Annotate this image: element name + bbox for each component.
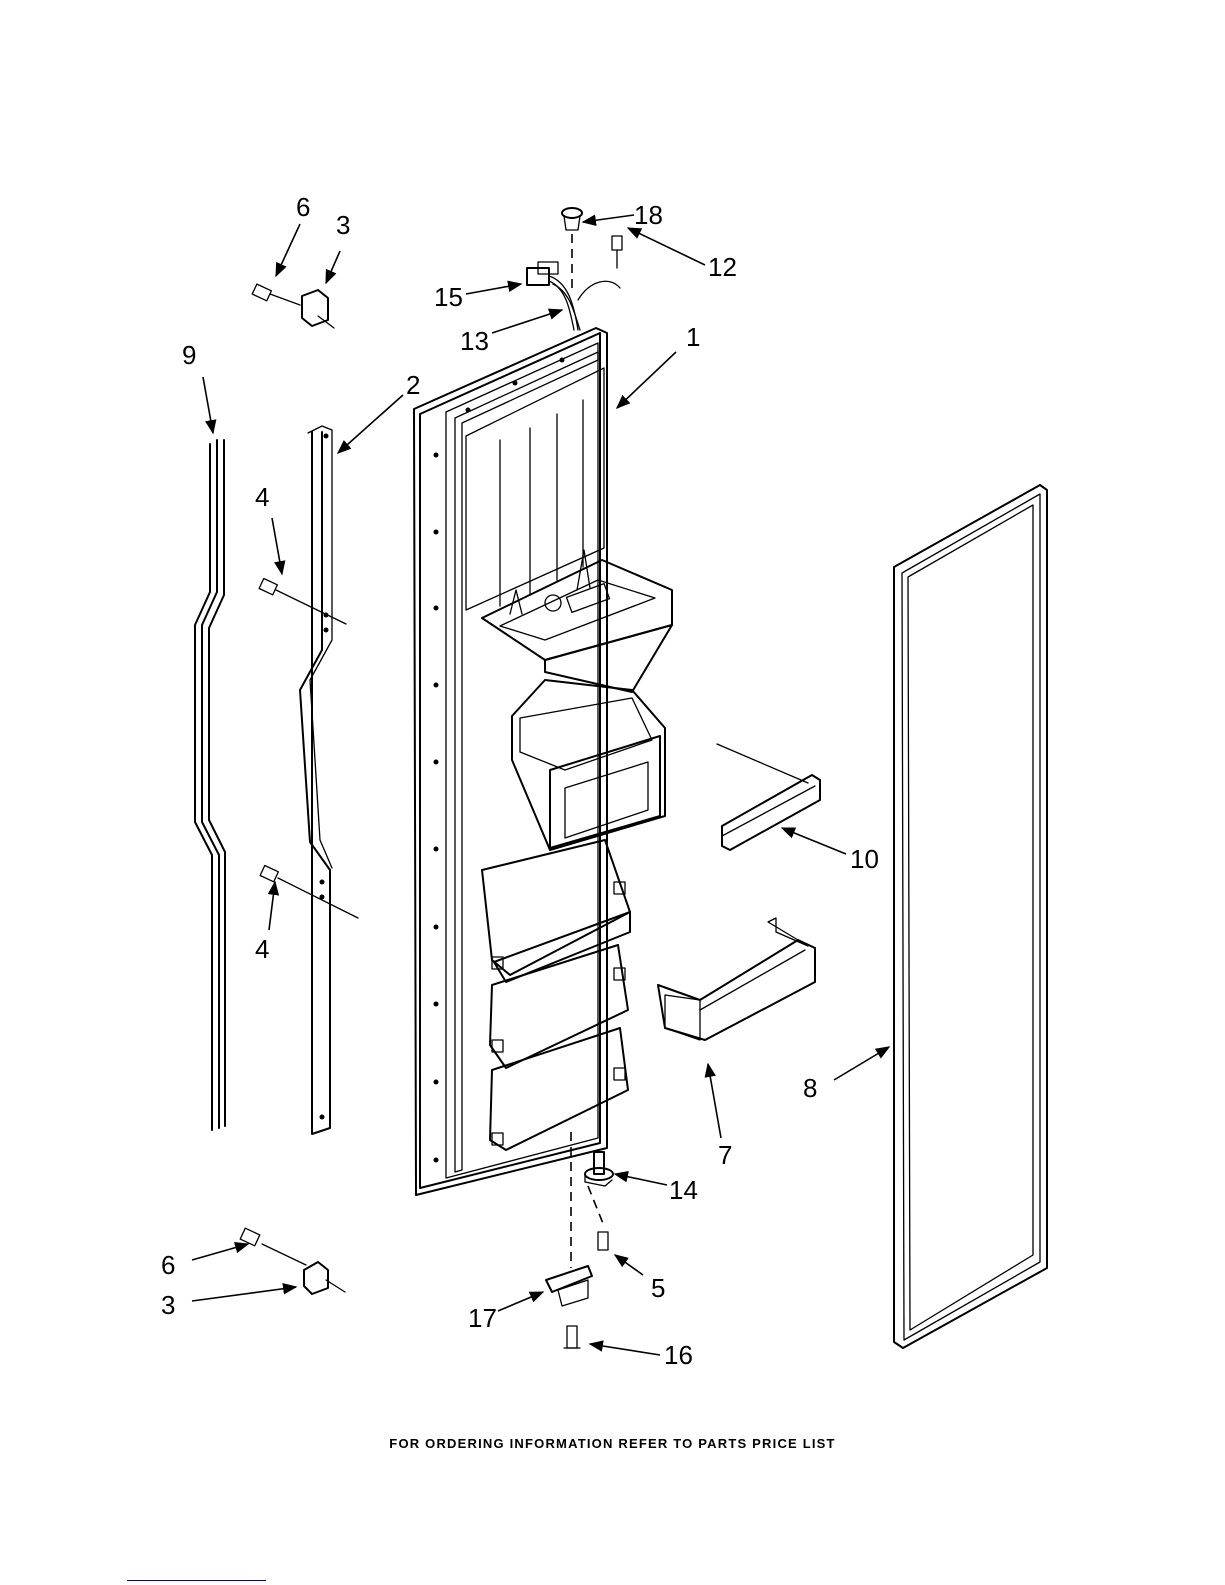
part-7-door-bin — [658, 918, 815, 1040]
callout-12: 12 — [708, 252, 737, 282]
callout-16: 16 — [664, 1340, 693, 1370]
part-18-plug — [562, 208, 582, 292]
part-8-door-gasket — [894, 485, 1047, 1348]
callout-3-lower: 3 — [161, 1290, 175, 1320]
callout-15: 15 — [434, 282, 463, 312]
callout-2: 2 — [406, 370, 420, 400]
part-9-strip — [195, 440, 225, 1130]
part-13-wire-harness — [549, 276, 620, 330]
part-17-hinge-plate — [546, 1266, 592, 1306]
part-12-screw — [612, 236, 622, 268]
part-4-screw-upper — [259, 579, 346, 624]
callout-8: 8 — [803, 1073, 817, 1103]
part-3-hinge-cap-lower — [304, 1262, 345, 1294]
bottom-rule — [127, 1580, 266, 1581]
callout-10: 10 — [850, 844, 879, 874]
door-edge-holes — [434, 358, 565, 1163]
part-3-hinge-cap-upper — [302, 290, 334, 328]
callout-5: 5 — [651, 1273, 665, 1303]
callout-4-lower: 4 — [255, 934, 269, 964]
part-14-hinge-pin — [585, 1152, 613, 1226]
part-4-screw-lower — [260, 866, 358, 918]
part-5-screw — [598, 1232, 608, 1250]
callout-6-lower: 6 — [161, 1250, 175, 1280]
part-16-screw — [564, 1326, 580, 1348]
part-1-door-panel — [414, 328, 672, 1195]
callout-13: 13 — [460, 326, 489, 356]
callout-7: 7 — [718, 1140, 732, 1170]
callout-3-upper: 3 — [336, 210, 350, 240]
callout-6-upper: 6 — [296, 192, 310, 222]
callout-17: 17 — [468, 1303, 497, 1333]
callout-4-upper: 4 — [255, 482, 269, 512]
part-6-screw-upper — [252, 284, 300, 305]
callout-18: 18 — [634, 200, 663, 230]
part-15-connector — [527, 262, 558, 285]
callout-9: 9 — [182, 340, 196, 370]
callout-14: 14 — [669, 1175, 698, 1205]
part-10-trim-strip — [717, 744, 820, 850]
callout-1: 1 — [686, 322, 700, 352]
part-2-hinge-bar — [300, 426, 332, 1134]
ordering-info-note: FOR ORDERING INFORMATION REFER TO PARTS … — [0, 1436, 1225, 1451]
part-6-screw-lower — [240, 1228, 306, 1265]
